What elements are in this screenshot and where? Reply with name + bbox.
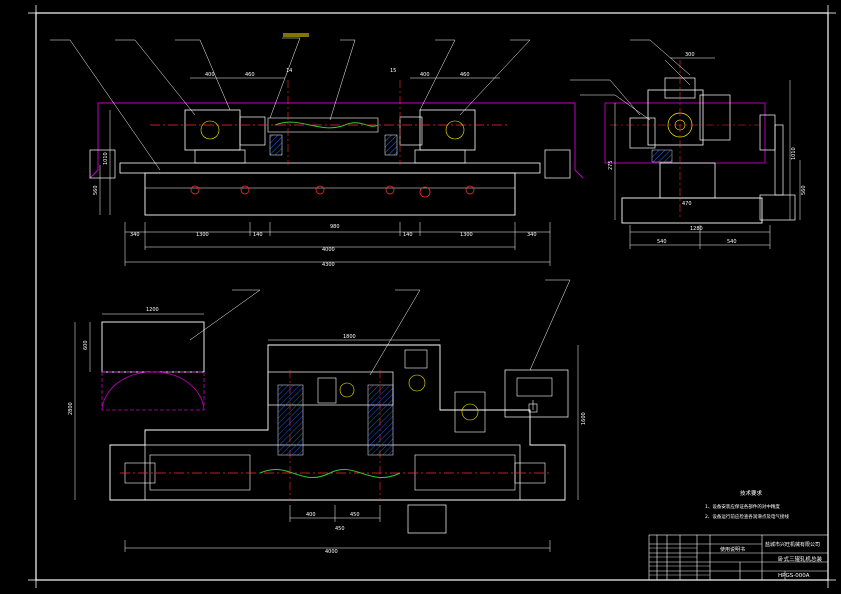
front-view-dim-top-left-b: 460 (245, 72, 255, 78)
front-view-dim-gap-left: 140 (253, 232, 263, 238)
front-view-dim-top-right-a: 400 (420, 72, 430, 78)
front-view-dim-end-right: 340 (527, 232, 537, 238)
front-view-dim-height-base: 560 (93, 185, 99, 195)
front-view-dim-span-right: 1300 (460, 232, 473, 238)
plan-view-frame (109, 344, 566, 501)
title-block-drawing-name: 卧式三辊轧机总装 (778, 555, 823, 563)
front-view-dim-mark-left: 14 (286, 68, 292, 74)
front-view: 340 1300 140 980 140 1300 340 4000 4300 … (50, 33, 584, 268)
sheet-border (35, 12, 829, 581)
title-block-drawing-number: HPGS-000A (778, 573, 810, 579)
side-view-dim-width-left: 540 (657, 239, 667, 245)
side-view-dim-width-total: 1280 (690, 226, 703, 232)
front-view-bolt-holes (190, 185, 475, 198)
plan-view-dimensions (74, 279, 579, 552)
title-block: 使用说明书 盐城市兴旺机械有限公司 卧式三辊轧机总装 HPGS-000A (648, 534, 829, 581)
front-view-right-gearbox (419, 109, 476, 151)
notes-line-1: 1、设备安装应保证各部件的对中精度 (705, 503, 780, 510)
front-view-base-body (144, 172, 516, 216)
front-view-base-top (119, 162, 541, 174)
side-view-base (621, 197, 763, 224)
frame-corner-ticks (28, 5, 836, 588)
notes-title: 技术要求 (740, 489, 763, 497)
side-view-dim-width-right: 540 (727, 239, 737, 245)
side-view-dim-top: 300 (685, 52, 695, 58)
plan-view-motor-detail (504, 369, 569, 418)
plan-view-dim-cabinet-height: 600 (83, 340, 89, 350)
front-view-dim-end-left: 340 (130, 232, 140, 238)
plan-view-dim-overall: 4000 (325, 549, 338, 555)
front-view-dim-top-left-a: 400 (205, 72, 215, 78)
front-view-leaders (50, 37, 531, 171)
plan-view-cabinet (101, 321, 205, 373)
side-view-stand (647, 89, 704, 146)
title-block-doc-name: 使用说明书 (720, 546, 745, 553)
front-view-dim-height-total: 1010 (103, 152, 109, 165)
plan-view-dim-inner-c: 450 (335, 526, 345, 532)
front-view-dim-span-left: 1300 (196, 232, 209, 238)
front-view-dim-span-center: 980 (330, 224, 340, 230)
plan-view-dim-inner-b: 450 (350, 512, 360, 518)
plan-view-dim-left-height: 2800 (68, 402, 74, 415)
front-view-left-gearbox (184, 109, 241, 151)
plan-view-dim-cabinet-width: 1200 (146, 307, 159, 313)
front-view-dim-top-right-b: 460 (460, 72, 470, 78)
side-view-dim-height-c: 275 (608, 160, 614, 170)
title-block-company: 盐城市兴旺机械有限公司 (765, 541, 820, 548)
plan-view-dim-right-height: 1600 (581, 412, 587, 425)
plan-view: 4000 1200 1800 400 450 450 600 2800 1600 (68, 279, 587, 555)
front-view-dim-mark-right: 15 (390, 68, 396, 74)
notes-line-2: 2、设备运行前应检查各润滑点及电气接线 (705, 513, 789, 520)
front-view-dim-overall-outer: 4300 (322, 262, 335, 268)
side-view-dim-height-a: 1010 (791, 147, 797, 160)
front-view-dim-gap-right: 140 (403, 232, 413, 238)
plan-view-dim-center-span: 1800 (343, 334, 356, 340)
front-view-guard (89, 102, 584, 179)
side-view-dim-height-b: 560 (801, 185, 807, 195)
side-view: 540 540 1280 300 470 1010 560 275 (570, 39, 807, 249)
side-view-dim-inner: 470 (682, 201, 692, 207)
plan-view-dim-inner-a: 400 (306, 512, 316, 518)
technical-notes: 技术要求 1、设备安装应保证各部件的对中精度 2、设备运行前应检查各润滑点及电气… (705, 489, 789, 520)
front-view-dimensions (99, 77, 551, 266)
front-view-dim-overall-inner: 4000 (322, 247, 335, 253)
